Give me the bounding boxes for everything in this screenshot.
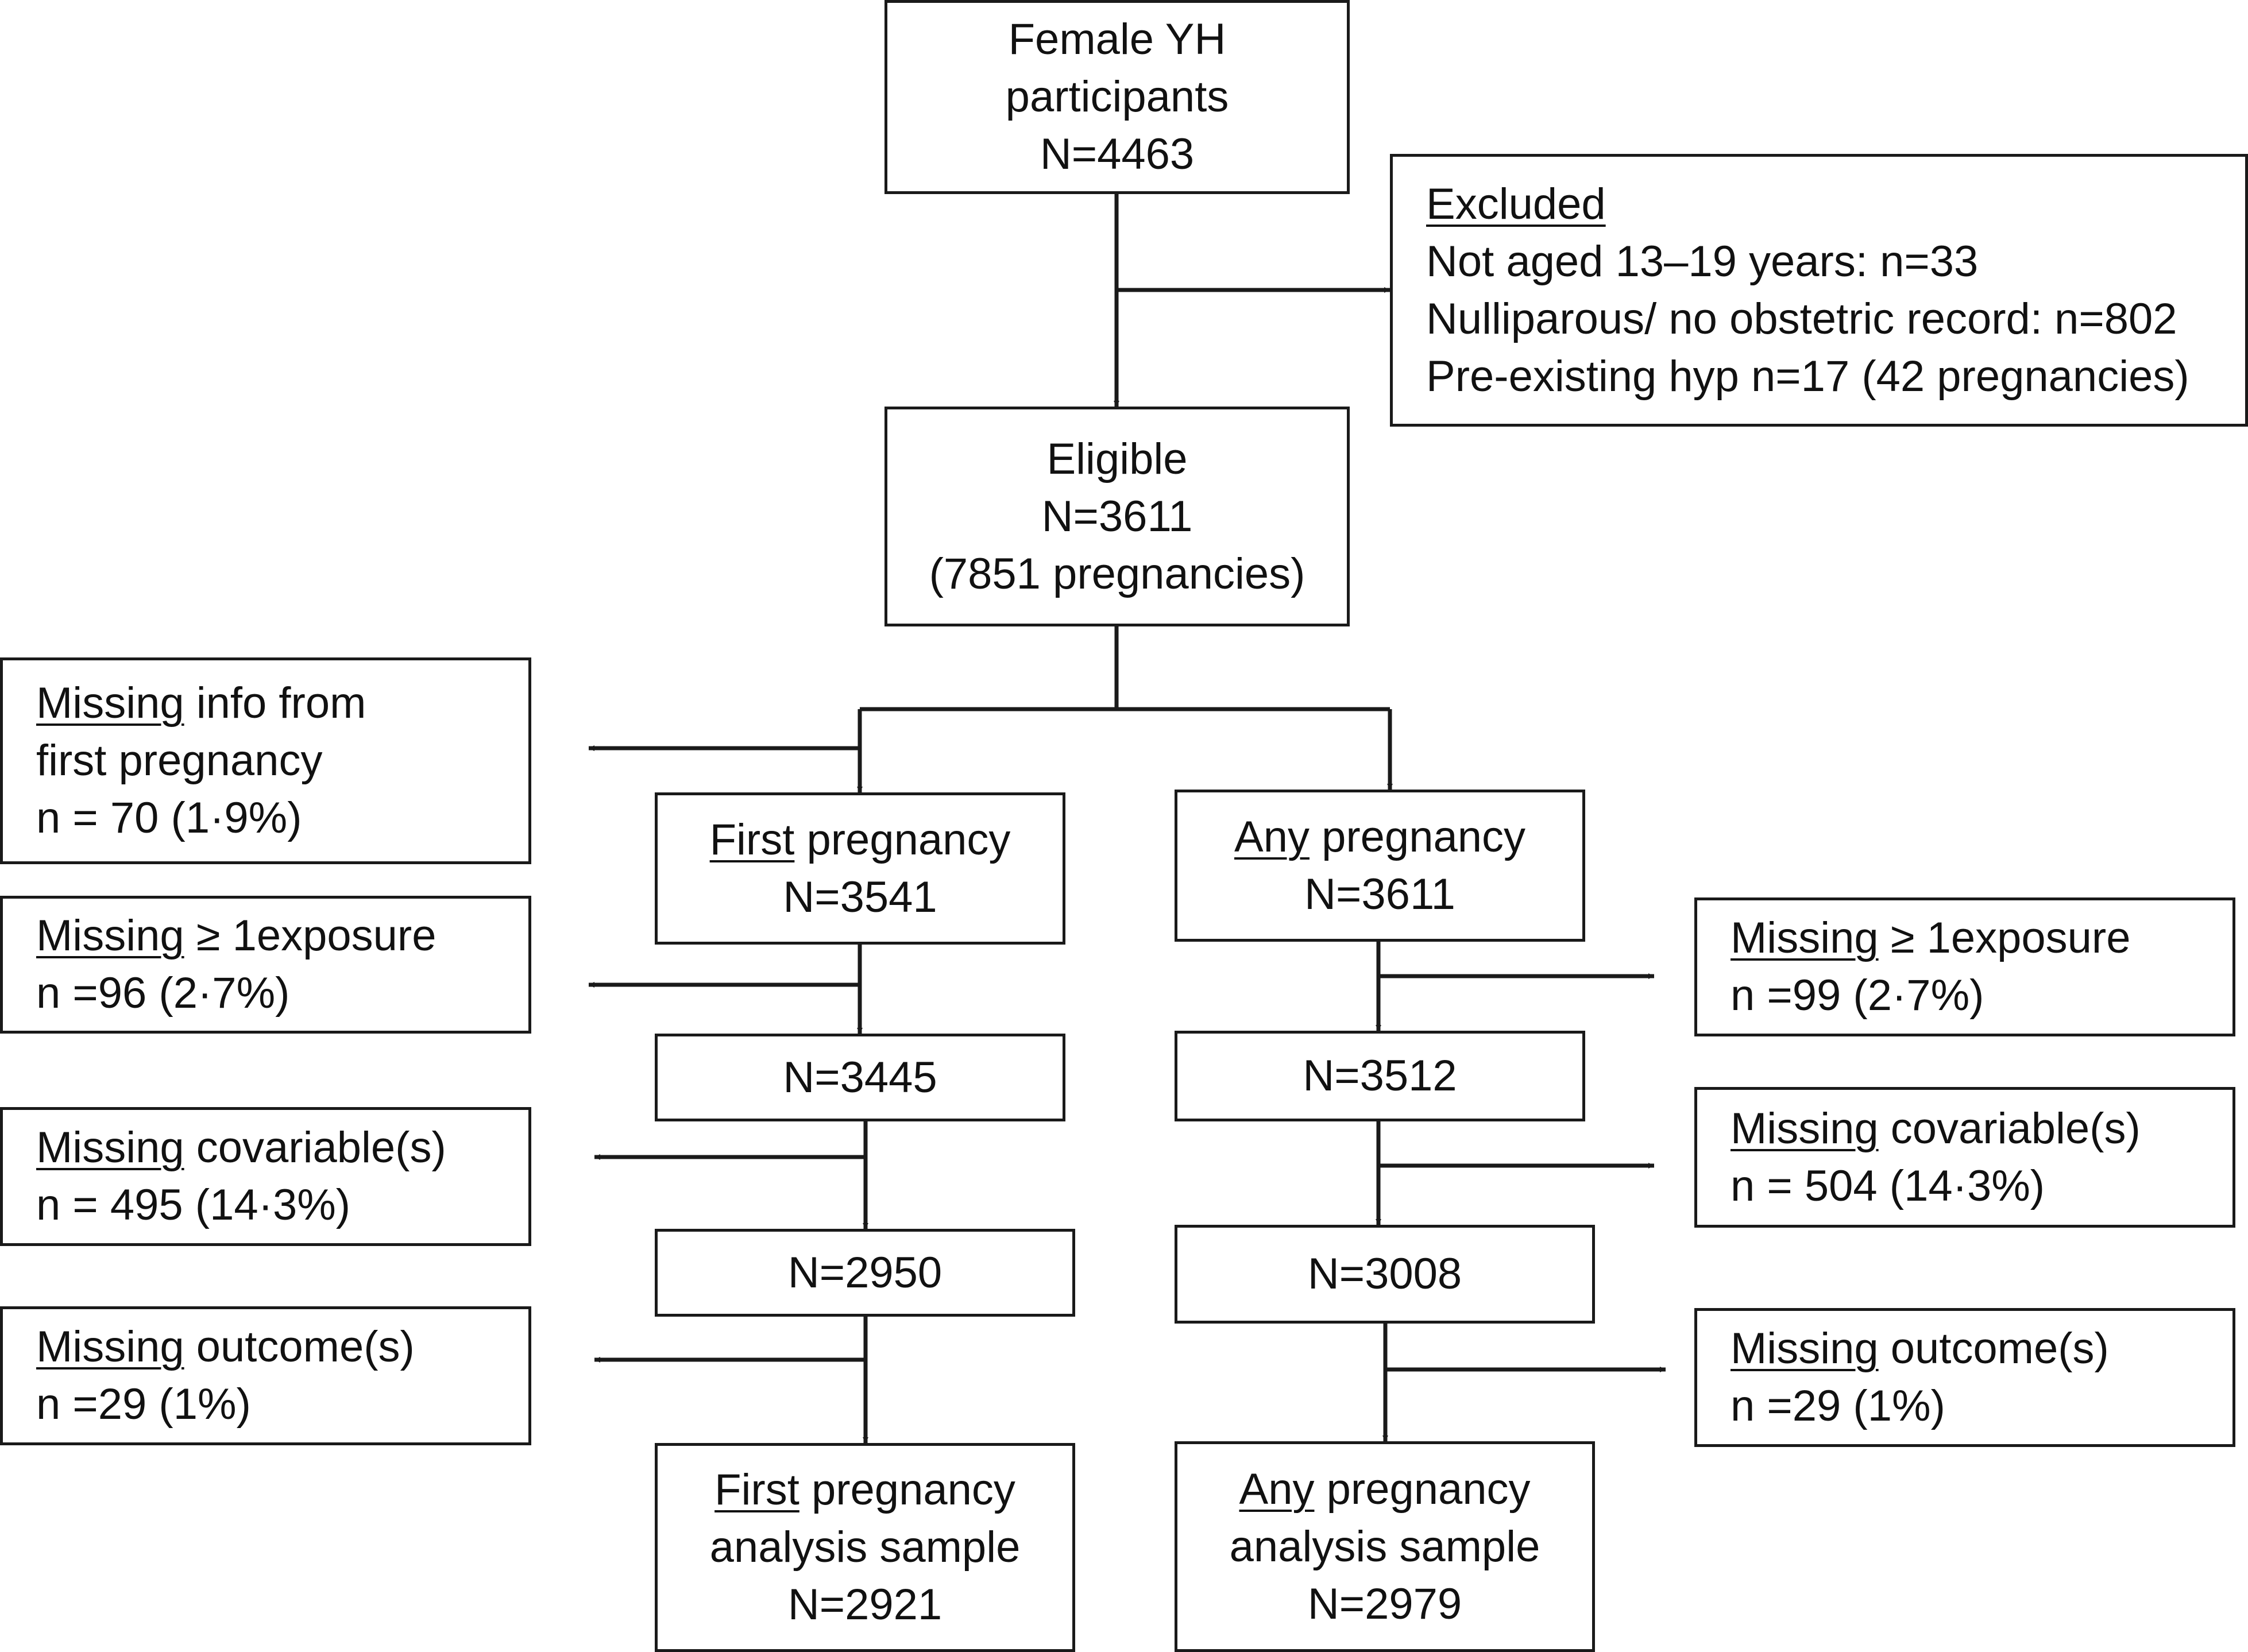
box-first-analysis-sample: First pregnancy analysis sample N=2921 [655, 1443, 1075, 1652]
missing-exposure-first-count: n =96 (2·7%) [36, 969, 290, 1017]
box-missing-covariable-first: Missing covariable(s) n = 495 (14·3%) [0, 1107, 531, 1246]
first-pregnancy-count: N=3541 [783, 872, 937, 922]
box-first-pregnancy: First pregnancy N=3541 [655, 792, 1065, 945]
box-missing-outcome-any: Missing outcome(s) n =29 (1%) [1694, 1308, 2235, 1447]
missing-outcome-any-line1: Missing outcome(s) [1731, 1324, 2109, 1373]
missing-exposure-any-count: n =99 (2·7%) [1731, 971, 1984, 1020]
box-missing-exposure-any: Missing ≥ 1exposure n =99 (2·7%) [1694, 897, 2235, 1036]
split-connector [860, 626, 1390, 711]
eligible-count: N=3611 [1041, 492, 1193, 541]
any-pregnancy-count: N=3611 [1304, 869, 1455, 919]
missing-first-count: n = 70 (1·9%) [36, 794, 302, 842]
box-missing-covariable-any: Missing covariable(s) n = 504 (14·3%) [1694, 1087, 2235, 1228]
n-3512-count: N=3512 [1303, 1051, 1457, 1100]
box-n-3512: N=3512 [1175, 1031, 1585, 1121]
excluded-nulliparous: Nulliparous/ no obstetric record: n=802 [1426, 294, 2177, 343]
n-2950-count: N=2950 [787, 1248, 943, 1297]
any-analysis-title: Any pregnancy [1239, 1464, 1531, 1514]
participants-count: N=4463 [1040, 130, 1195, 179]
first-pregnancy-title: First pregnancy [709, 815, 1011, 864]
missing-first-line2: first pregnancy [36, 736, 323, 785]
any-analysis-line2: analysis sample [1229, 1522, 1540, 1571]
excluded-age: Not aged 13–19 years: n=33 [1426, 237, 1979, 286]
box-any-pregnancy: Any pregnancy N=3611 [1175, 790, 1585, 942]
first-analysis-line2: analysis sample [709, 1523, 1021, 1572]
box-eligible: Eligible N=3611 (7851 pregnancies) [884, 407, 1350, 626]
box-n-3008: N=3008 [1175, 1225, 1595, 1324]
missing-first-line1: Missing info from [36, 679, 366, 728]
participants-line2: participants [1005, 72, 1229, 121]
missing-covariable-first-count: n = 495 (14·3%) [36, 1181, 351, 1229]
excluded-title: Excluded [1426, 179, 1606, 229]
participants-line1: Female YH [1008, 15, 1226, 64]
eligible-title: Eligible [1046, 434, 1188, 483]
excluded-preexisting-hyp: Pre-existing hyp n=17 (42 pregnancies) [1426, 351, 2189, 401]
box-excluded: Excluded Not aged 13–19 years: n=33 Null… [1390, 154, 2248, 427]
first-analysis-title: First pregnancy [714, 1465, 1015, 1514]
any-pregnancy-title: Any pregnancy [1234, 812, 1525, 861]
missing-exposure-first-line1: Missing ≥ 1exposure [36, 911, 437, 960]
n-3445-count: N=3445 [783, 1053, 937, 1102]
missing-covariable-any-count: n = 504 (14·3%) [1731, 1161, 2045, 1210]
n-3008-count: N=3008 [1307, 1249, 1462, 1298]
eligible-pregnancies: (7851 pregnancies) [929, 549, 1305, 598]
missing-covariable-first-line1: Missing covariable(s) [36, 1123, 446, 1172]
first-analysis-count: N=2921 [787, 1580, 943, 1629]
box-missing-first-info: Missing info from first pregnancy n = 70… [0, 657, 531, 864]
missing-outcome-first-line1: Missing outcome(s) [36, 1322, 415, 1371]
box-missing-exposure-first: Missing ≥ 1exposure n =96 (2·7%) [0, 896, 531, 1034]
missing-exposure-any-line1: Missing ≥ 1exposure [1731, 914, 2131, 962]
missing-outcome-any-count: n =29 (1%) [1731, 1382, 1945, 1430]
box-any-analysis-sample: Any pregnancy analysis sample N=2979 [1175, 1441, 1595, 1652]
box-n-3445: N=3445 [655, 1034, 1065, 1121]
any-analysis-count: N=2979 [1307, 1579, 1462, 1628]
box-n-2950: N=2950 [655, 1229, 1075, 1317]
box-missing-outcome-first: Missing outcome(s) n =29 (1%) [0, 1306, 531, 1445]
missing-outcome-first-count: n =29 (1%) [36, 1380, 251, 1429]
missing-covariable-any-line1: Missing covariable(s) [1731, 1104, 2141, 1153]
box-participants: Female YH participants N=4463 [884, 0, 1350, 194]
